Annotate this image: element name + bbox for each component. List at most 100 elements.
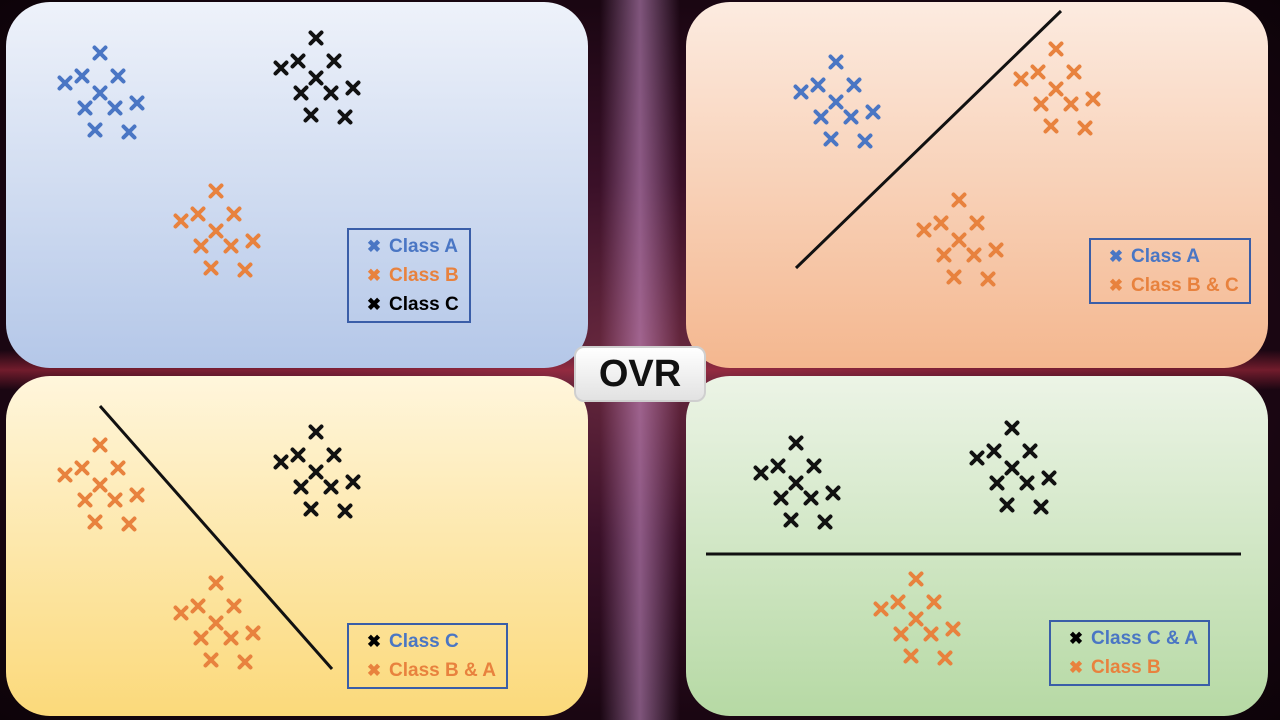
- x-marker: [788, 435, 804, 451]
- x-marker: [989, 475, 1005, 491]
- x-marker-icon: ✖: [366, 237, 382, 256]
- panel-all-classes: ✖Class A ✖Class B ✖Class C: [6, 2, 588, 368]
- x-marker: [203, 260, 219, 276]
- x-marker: [828, 54, 844, 70]
- x-marker: [208, 615, 224, 631]
- x-marker: [337, 503, 353, 519]
- x-marker: [290, 53, 306, 69]
- x-marker-icon: ✖: [1108, 276, 1124, 295]
- x-marker: [237, 654, 253, 670]
- x-marker: [1033, 96, 1049, 112]
- legend-item-class-b: ✖ Class B: [365, 261, 459, 290]
- x-marker: [951, 232, 967, 248]
- x-marker: [92, 85, 108, 101]
- x-marker-icon: ✖: [1068, 629, 1084, 648]
- x-marker: [326, 447, 342, 463]
- x-marker: [193, 238, 209, 254]
- x-marker: [87, 122, 103, 138]
- x-marker: [110, 68, 126, 84]
- panel-a-vs-rest: ✖Class A ✖Class B & C: [686, 2, 1268, 368]
- x-marker: [303, 501, 319, 517]
- x-marker: [326, 53, 342, 69]
- x-marker: [129, 95, 145, 111]
- x-marker: [946, 269, 962, 285]
- x-marker: [74, 68, 90, 84]
- x-marker: [1048, 81, 1064, 97]
- x-marker: [323, 479, 339, 495]
- x-marker: [783, 512, 799, 528]
- x-marker: [190, 598, 206, 614]
- x-marker: [193, 630, 209, 646]
- x-marker: [208, 183, 224, 199]
- x-marker: [966, 247, 982, 263]
- x-marker: [107, 492, 123, 508]
- cluster-class-c: [273, 424, 361, 519]
- x-marker: [980, 271, 996, 287]
- legend-label: Class C: [389, 294, 459, 315]
- legend-item-class-c: ✖ Class C: [365, 290, 459, 319]
- x-marker: [57, 75, 73, 91]
- x-marker: [933, 215, 949, 231]
- x-marker: [1013, 71, 1029, 87]
- x-marker: [1004, 460, 1020, 476]
- x-marker: [121, 124, 137, 140]
- x-marker: [77, 100, 93, 116]
- x-marker: [208, 575, 224, 591]
- x-marker: [916, 222, 932, 238]
- cluster-class-a: [57, 437, 145, 532]
- x-marker: [92, 45, 108, 61]
- x-marker: [121, 516, 137, 532]
- x-marker: [273, 454, 289, 470]
- x-marker-icon: ✖: [1108, 247, 1124, 266]
- legend-label: Class C: [389, 631, 459, 652]
- x-marker: [1033, 499, 1049, 515]
- x-marker: [323, 85, 339, 101]
- x-marker: [173, 213, 189, 229]
- x-marker-icon: ✖: [366, 295, 382, 314]
- x-marker: [237, 262, 253, 278]
- cluster-class-b: [173, 183, 261, 278]
- x-marker: [828, 94, 844, 110]
- legend-label: Class B & A: [389, 660, 496, 681]
- x-marker: [1019, 475, 1035, 491]
- x-marker: [345, 474, 361, 490]
- x-marker: [74, 460, 90, 476]
- x-marker: [293, 85, 309, 101]
- x-marker: [945, 621, 961, 637]
- x-marker: [107, 100, 123, 116]
- legend-label: Class B: [389, 265, 459, 286]
- legend: ✖Class A ✖Class B & C: [1089, 238, 1251, 304]
- x-marker: [986, 443, 1002, 459]
- legend-item-class-c: ✖Class C: [365, 627, 496, 656]
- cluster-class-c: [273, 30, 361, 125]
- legend: ✖Class C ✖Class B & A: [347, 623, 508, 689]
- x-marker: [1022, 443, 1038, 459]
- x-marker: [77, 492, 93, 508]
- decision-boundary: [794, 9, 1063, 270]
- x-marker: [308, 30, 324, 46]
- legend-item-class-b: ✖Class B: [1067, 653, 1198, 682]
- decision-boundary: [98, 405, 334, 670]
- x-marker: [245, 233, 261, 249]
- x-marker: [865, 104, 881, 120]
- center-title-badge: OVR: [574, 346, 706, 402]
- x-marker: [293, 479, 309, 495]
- x-marker: [208, 223, 224, 239]
- x-marker: [873, 601, 889, 617]
- x-marker: [936, 247, 952, 263]
- panel-b-vs-rest: ✖Class C & A ✖Class B: [686, 376, 1268, 716]
- x-marker: [951, 192, 967, 208]
- x-marker: [857, 133, 873, 149]
- legend-item-class-b-a: ✖Class B & A: [365, 656, 496, 685]
- legend: ✖Class C & A ✖Class B: [1049, 620, 1210, 686]
- x-marker: [969, 450, 985, 466]
- x-marker: [937, 650, 953, 666]
- x-marker: [273, 60, 289, 76]
- legend-label: Class B & C: [1131, 275, 1239, 296]
- x-marker-icon: ✖: [1068, 658, 1084, 677]
- x-marker: [1063, 96, 1079, 112]
- x-marker-icon: ✖: [366, 266, 382, 285]
- x-marker: [1043, 118, 1059, 134]
- x-marker: [1048, 41, 1064, 57]
- x-marker: [903, 648, 919, 664]
